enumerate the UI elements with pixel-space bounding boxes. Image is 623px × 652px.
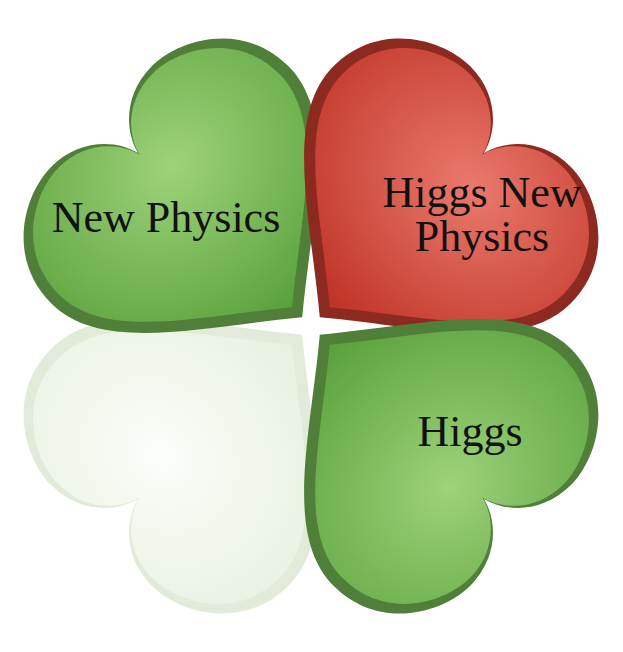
heart-label: New Physics — [31, 196, 301, 240]
heart-face — [220, 235, 623, 642]
heart-outline — [310, 335, 605, 625]
heart-leaf: Higgs New Physics — [310, 30, 605, 315]
heart-outline — [18, 30, 313, 315]
heart-rim — [201, 216, 623, 652]
heart-label: Higgs New Physics — [357, 171, 607, 259]
heart-label: Higgs — [360, 410, 580, 454]
heart-leaf: Higgs — [310, 335, 605, 625]
heart-shape — [201, 216, 623, 652]
heart-leaf: New Physics — [18, 30, 313, 315]
